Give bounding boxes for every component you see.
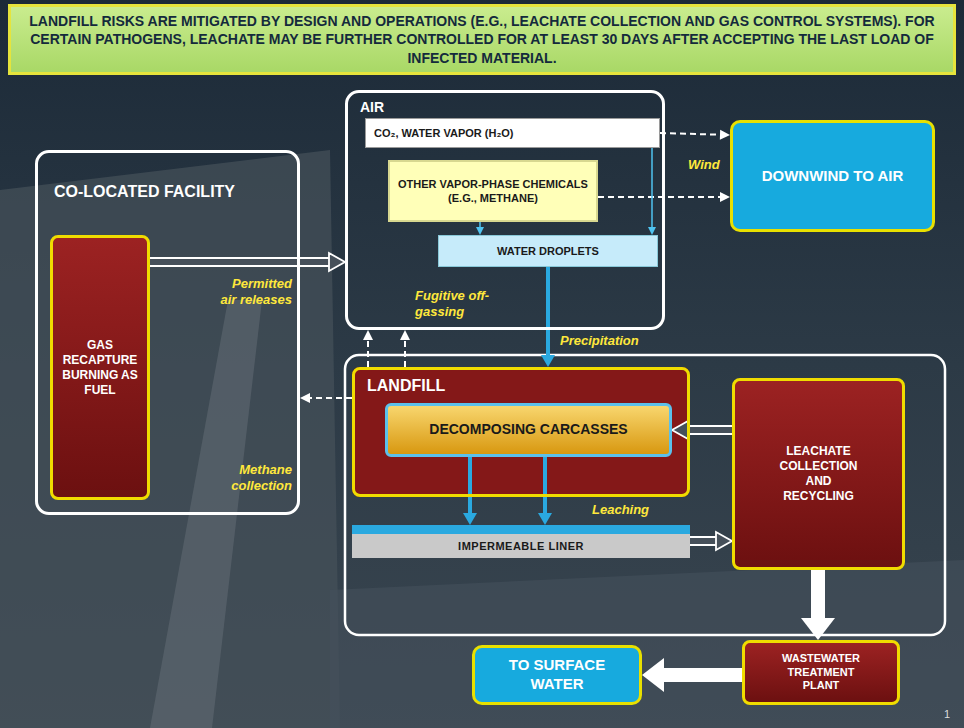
node-text: WASTEWATER TREATMENT PLANT <box>775 652 867 693</box>
connector-line <box>468 457 472 513</box>
destination-box: TO SURFACE WATER <box>472 645 642 705</box>
connector <box>405 340 406 367</box>
waste-box: DECOMPOSING CARCASSES <box>385 403 672 457</box>
connector-outline <box>150 257 329 267</box>
connector <box>660 133 720 135</box>
connector-line <box>150 259 329 265</box>
node-text: LANDFILL <box>367 376 445 396</box>
node-text: TO SURFACE WATER <box>481 656 633 694</box>
connector <box>818 570 819 618</box>
node-text: DECOMPOSING CARCASSES <box>429 421 627 439</box>
connector-line <box>688 427 732 433</box>
connector <box>310 398 352 399</box>
connector <box>652 148 653 227</box>
connector <box>368 340 369 367</box>
connector-line <box>404 340 406 367</box>
node-text: OTHER VAPOR-PHASE CHEMICALS (E.G., METHA… <box>396 177 590 206</box>
connector <box>470 457 471 513</box>
connector <box>688 430 732 431</box>
gas-box: CO₂, WATER VAPOR (H₂O) <box>365 118 660 148</box>
edge-label: Precipitation <box>560 333 660 349</box>
connector-line <box>367 340 369 367</box>
connector <box>150 262 329 263</box>
connector-line <box>660 133 720 135</box>
connector-outline <box>690 536 716 546</box>
connector-line <box>651 148 653 227</box>
edge-label: Fugitive off-gassing <box>415 288 520 320</box>
connector <box>548 267 549 355</box>
edge-label: Wind <box>688 157 732 173</box>
connector <box>480 222 481 227</box>
connector-line <box>811 570 825 618</box>
node-text: DOWNWIND TO AIR <box>762 167 904 186</box>
box-fill <box>352 367 690 497</box>
title-banner: LANDFILL RISKS ARE MITIGATED BY DESIGN A… <box>8 4 956 75</box>
connector <box>690 541 716 542</box>
connector <box>598 197 720 198</box>
title-text: LANDFILL RISKS ARE MITIGATED BY DESIGN A… <box>21 12 943 67</box>
edge-label: Methane collection <box>200 462 292 494</box>
connector-line <box>479 222 481 227</box>
node-text: LEACHATE COLLECTION AND RECYCLING <box>775 444 862 504</box>
connector <box>664 675 742 676</box>
destination-box: DOWNWIND TO AIR <box>730 120 935 232</box>
connector-outline <box>688 425 732 435</box>
connector <box>545 457 546 513</box>
connector-line <box>543 457 547 513</box>
node-text: CO-LOCATED FACILITY <box>54 183 235 201</box>
slope <box>0 150 340 728</box>
node-text: WATER DROPLETS <box>497 245 599 257</box>
node-text: IMPERMEABLE LINER <box>458 540 584 552</box>
connector-line <box>546 267 550 355</box>
process-box: WASTEWATER TREATMENT PLANT <box>742 640 900 705</box>
gas-box: OTHER VAPOR-PHASE CHEMICALS (E.G., METHA… <box>388 160 598 222</box>
air-region: AIR CO₂, WATER VAPOR (H₂O) OTHER VAPOR-PHA… <box>345 90 665 330</box>
node-text: CO₂, WATER VAPOR (H₂O) <box>374 127 514 139</box>
node-text: GAS RECAPTURE BURNING AS FUEL <box>59 338 141 398</box>
lowland <box>330 560 964 728</box>
edge-label: Leaching <box>592 502 672 518</box>
landfill-site-outline <box>345 355 945 635</box>
process-box: GAS RECAPTURE BURNING AS FUEL <box>50 235 150 500</box>
node-text: AIR <box>360 99 384 115</box>
process-box: LEACHATE COLLECTION AND RECYCLING <box>732 378 905 570</box>
connector-line <box>598 196 720 198</box>
facility-region: CO-LOCATED FACILITY GAS RECAPTURE BURNING… <box>35 150 300 515</box>
page-number: 1 <box>944 708 950 720</box>
connector-line <box>310 397 352 399</box>
droplet-box: WATER DROPLETS <box>438 235 658 267</box>
landfill-box: LANDFILL DECOMPOSING CARCASSES <box>352 367 690 497</box>
liner-bar: IMPERMEABLE LINER <box>352 525 690 558</box>
connector-line <box>690 538 716 544</box>
connector-line <box>664 668 742 682</box>
edge-label: Permitted air releases <box>220 276 292 308</box>
